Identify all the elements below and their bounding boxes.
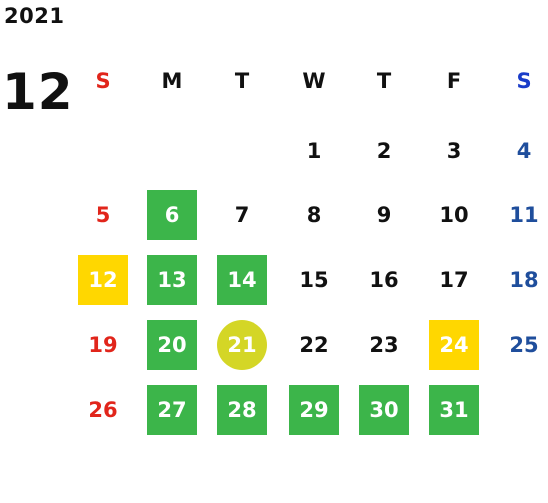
day-cell-12[interactable]: 12 (78, 255, 128, 305)
day-cell-14[interactable]: 14 (217, 255, 267, 305)
weekday-monday: M (161, 69, 183, 93)
day-cell-8[interactable]: 8 (306, 203, 322, 227)
day-cell-25[interactable]: 25 (509, 333, 539, 357)
day-cell-17[interactable]: 17 (439, 268, 469, 292)
day-cell-28[interactable]: 28 (217, 385, 267, 435)
weekday-thursday: T (376, 69, 392, 93)
day-cell-10[interactable]: 10 (439, 203, 469, 227)
day-cell-18[interactable]: 18 (509, 268, 539, 292)
month-label: 12 (2, 63, 74, 121)
day-cell-15[interactable]: 15 (299, 268, 329, 292)
day-cell-13[interactable]: 13 (147, 255, 197, 305)
day-cell-7[interactable]: 7 (234, 203, 250, 227)
weekday-friday: F (446, 69, 462, 93)
day-cell-29[interactable]: 29 (289, 385, 339, 435)
day-cell-4[interactable]: 4 (516, 139, 532, 163)
day-cell-30[interactable]: 30 (359, 385, 409, 435)
day-cell-31[interactable]: 31 (429, 385, 479, 435)
day-cell-1[interactable]: 1 (306, 139, 322, 163)
day-cell-23[interactable]: 23 (369, 333, 399, 357)
day-cell-19[interactable]: 19 (88, 333, 118, 357)
day-cell-9[interactable]: 9 (376, 203, 392, 227)
day-cell-21[interactable]: 21 (217, 320, 267, 370)
weekday-wednesday: W (302, 69, 326, 93)
weekday-sunday: S (95, 69, 111, 93)
day-cell-2[interactable]: 2 (376, 139, 392, 163)
day-cell-24[interactable]: 24 (429, 320, 479, 370)
year-label: 2021 (4, 4, 65, 28)
weekday-saturday: S (516, 69, 532, 93)
day-cell-22[interactable]: 22 (299, 333, 329, 357)
day-cell-16[interactable]: 16 (369, 268, 399, 292)
day-cell-5[interactable]: 5 (95, 203, 111, 227)
day-cell-20[interactable]: 20 (147, 320, 197, 370)
day-cell-27[interactable]: 27 (147, 385, 197, 435)
weekday-tuesday: T (234, 69, 250, 93)
day-cell-6[interactable]: 6 (147, 190, 197, 240)
day-cell-11[interactable]: 11 (509, 203, 539, 227)
day-cell-26[interactable]: 26 (88, 398, 118, 422)
day-cell-3[interactable]: 3 (446, 139, 462, 163)
